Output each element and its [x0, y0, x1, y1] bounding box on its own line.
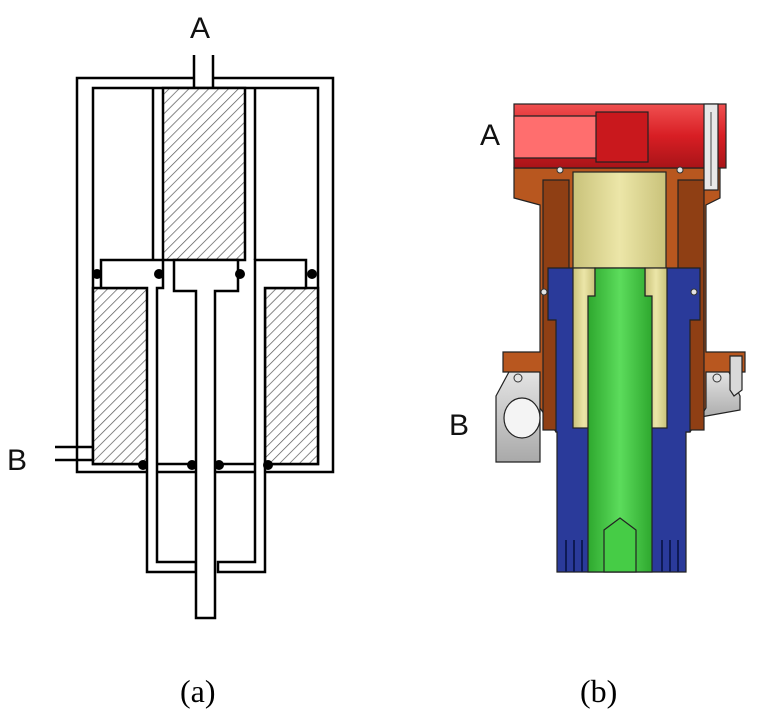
panel-b-cutaway: [495, 103, 746, 573]
panel-b-port-a-label: A: [480, 119, 500, 152]
panel-b-seals: [513, 166, 722, 383]
panel-a-port-a-label: A: [190, 12, 210, 45]
green-piston: [587, 267, 653, 573]
right-hatched-block: [263, 286, 320, 466]
red-cap-pocket: [595, 111, 649, 163]
right-piston: [216, 258, 308, 574]
gray-fitting-bore: [503, 397, 541, 439]
panel-a-schematic: [55, 55, 335, 620]
yellow-upper-core: [572, 171, 667, 269]
o-ring-seals: [92, 269, 317, 470]
flange-bolt: [729, 355, 743, 397]
panel-a-port-b-label: B: [7, 444, 27, 477]
panel-a-caption: (a): [180, 673, 216, 709]
left-hatched-block: [91, 286, 155, 466]
blue-bottom-slits: [565, 540, 679, 572]
center-hatched-block: [161, 86, 247, 262]
panel-b-caption: (b): [580, 673, 617, 709]
panel-b-port-b-label: B: [449, 409, 469, 442]
green-plug: [603, 517, 637, 573]
